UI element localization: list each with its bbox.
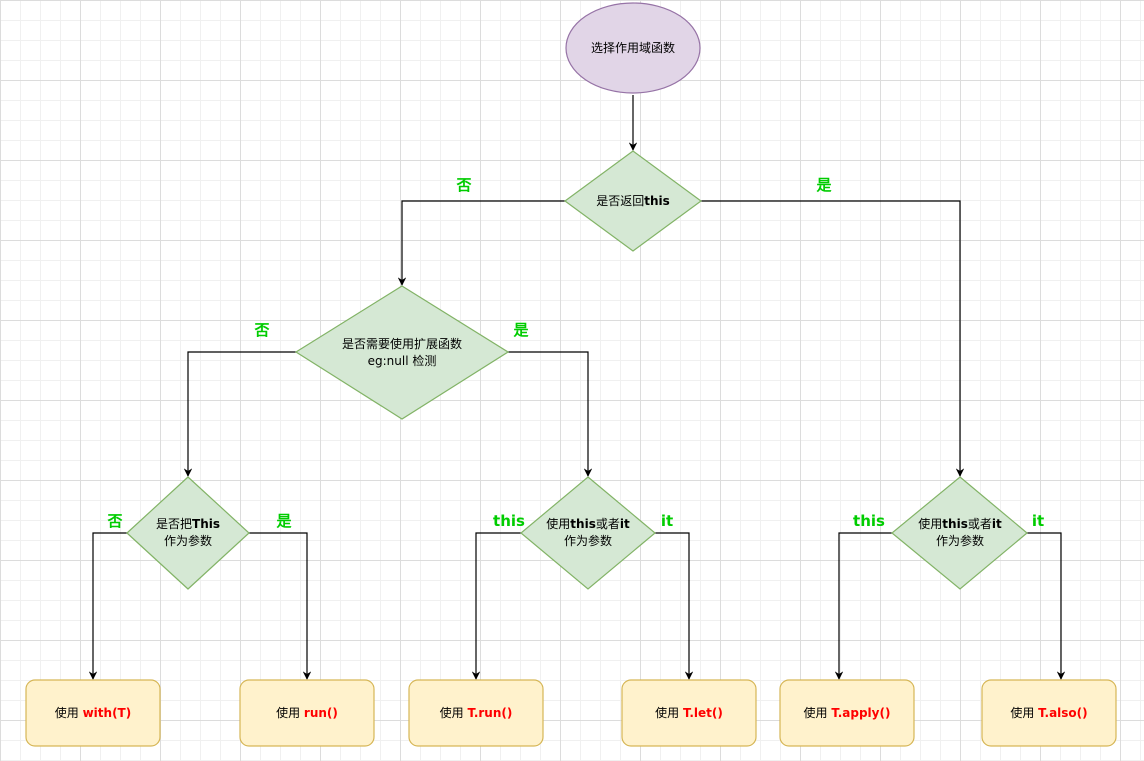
result-t-let[interactable]: 使用 T.let() bbox=[621, 679, 757, 747]
decision-label: 是否返回this bbox=[596, 194, 670, 208]
decision-label-line1: 使用this或者it bbox=[918, 516, 1002, 531]
decision-this-or-it-right[interactable]: 使用this或者it 作为参数 bbox=[891, 476, 1028, 590]
decision-label-line1: 使用this或者it bbox=[546, 516, 630, 531]
edge-label-d4-this: this bbox=[493, 512, 525, 530]
result-box bbox=[25, 679, 161, 747]
edge-label-d1-no: 否 bbox=[455, 176, 471, 194]
edge-d1-no[interactable] bbox=[397, 200, 565, 286]
start-node[interactable]: 选择作用域函数 bbox=[565, 2, 701, 94]
decision-extension-function[interactable]: 是否需要使用扩展函数 eg:null 检测 bbox=[294, 285, 510, 420]
decision-label-line2: 作为参数 bbox=[164, 533, 212, 548]
result-box bbox=[779, 679, 915, 747]
edge-d3-no[interactable] bbox=[88, 532, 127, 680]
edge-labels: 否 是 否 是 否 是 this it this it bbox=[106, 176, 1044, 530]
edge-d5-it[interactable] bbox=[1027, 532, 1066, 680]
edge-label-d2-no: 否 bbox=[253, 321, 269, 339]
result-t-also[interactable]: 使用 T.also() bbox=[981, 679, 1117, 747]
result-with[interactable]: 使用 with(T) bbox=[25, 679, 161, 747]
edge-label-d1-yes: 是 bbox=[815, 176, 832, 194]
result-box bbox=[981, 679, 1117, 747]
decision-diamond bbox=[891, 476, 1028, 590]
decision-label-line2: 作为参数 bbox=[936, 533, 984, 548]
edge-label-d2-yes: 是 bbox=[512, 321, 529, 339]
edges bbox=[88, 95, 1066, 680]
result-label: 使用 T.let() bbox=[655, 705, 723, 720]
decision-this-as-param[interactable]: 是否把This 作为参数 bbox=[126, 476, 250, 590]
decision-diamond bbox=[294, 285, 510, 420]
edge-d1-yes[interactable] bbox=[701, 200, 965, 477]
decision-diamond bbox=[520, 476, 656, 590]
decision-diamond bbox=[563, 150, 703, 252]
result-label: 使用 T.run() bbox=[440, 705, 513, 720]
edge-d4-this[interactable] bbox=[471, 532, 521, 680]
edge-label-d3-yes: 是 bbox=[275, 512, 292, 530]
edge-d2-no[interactable] bbox=[183, 351, 296, 477]
decision-label-line2: 作为参数 bbox=[564, 533, 612, 548]
edge-label-d4-it: it bbox=[661, 512, 673, 530]
result-label: 使用 run() bbox=[276, 705, 338, 720]
edge-label-d5-it: it bbox=[1032, 512, 1044, 530]
edge-label-d3-no: 否 bbox=[106, 512, 122, 530]
result-t-run[interactable]: 使用 T.run() bbox=[408, 679, 544, 747]
decision-diamond bbox=[126, 476, 250, 590]
result-box bbox=[239, 679, 375, 747]
decision-return-this[interactable]: 是否返回this bbox=[563, 150, 703, 252]
edge-d4-it[interactable] bbox=[655, 532, 694, 680]
edge-d2-yes[interactable] bbox=[508, 351, 593, 477]
decision-label-line2: eg:null 检测 bbox=[368, 353, 437, 368]
result-box bbox=[408, 679, 544, 747]
result-label: 使用 with(T) bbox=[55, 705, 131, 720]
start-label: 选择作用域函数 bbox=[591, 40, 675, 55]
edge-label-d5-this: this bbox=[853, 512, 885, 530]
result-label: 使用 T.also() bbox=[1010, 705, 1087, 720]
decision-label-line1: 是否需要使用扩展函数 bbox=[342, 336, 462, 351]
result-run[interactable]: 使用 run() bbox=[239, 679, 375, 747]
decision-this-or-it-left[interactable]: 使用this或者it 作为参数 bbox=[520, 476, 656, 590]
edge-d5-this[interactable] bbox=[834, 532, 892, 680]
result-t-apply[interactable]: 使用 T.apply() bbox=[779, 679, 915, 747]
edge-d3-yes[interactable] bbox=[249, 532, 312, 680]
start-ellipse bbox=[565, 2, 701, 94]
result-label: 使用 T.apply() bbox=[804, 705, 891, 720]
result-box bbox=[621, 679, 757, 747]
decision-label-line1: 是否把This bbox=[156, 517, 220, 531]
